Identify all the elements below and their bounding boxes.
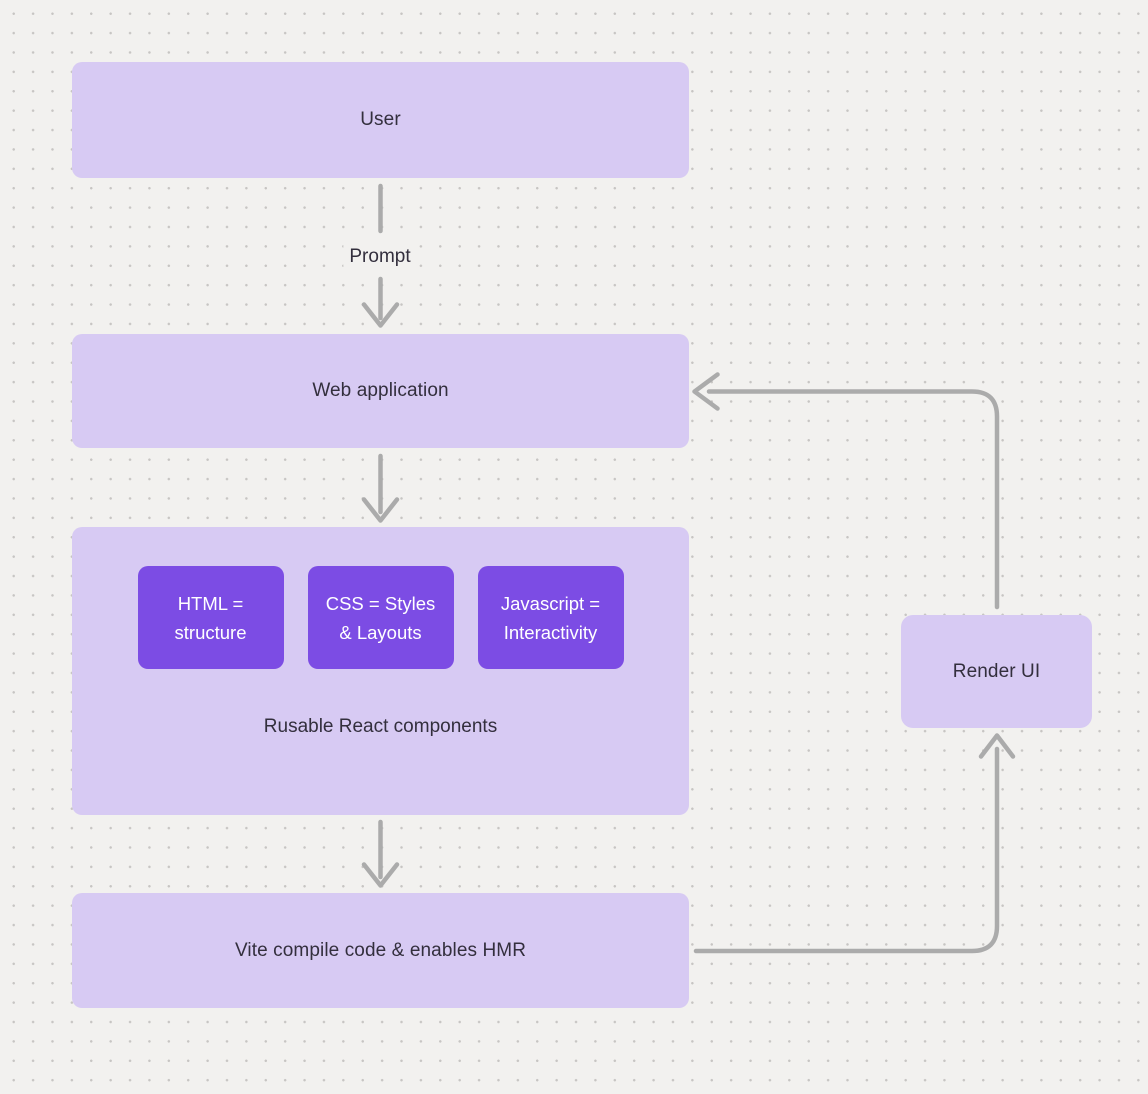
edge-components-to-vite-arrowhead-icon bbox=[361, 862, 400, 888]
node-web-application-label: Web application bbox=[312, 380, 449, 401]
node-vite-label: Vite compile code & enables HMR bbox=[234, 939, 527, 961]
edge-label-prompt: Prompt bbox=[343, 244, 417, 270]
node-render-ui-label: Render UI bbox=[952, 660, 1041, 682]
edge-user-to-webapp-arrowhead-icon bbox=[361, 302, 400, 328]
edge-label-prompt-text: Prompt bbox=[349, 246, 411, 267]
node-web-application: Web application bbox=[72, 334, 689, 448]
components-caption: Rusable React components bbox=[263, 716, 498, 737]
components-chip-row: HTML = structure CSS = Styles & Layouts … bbox=[72, 566, 689, 669]
chip-javascript-label: Javascript = Interactivity bbox=[500, 592, 601, 643]
node-components-group: HTML = structure CSS = Styles & Layouts … bbox=[72, 527, 689, 815]
edge-renderui-to-webapp-line bbox=[706, 389, 1000, 610]
chip-javascript: Javascript = Interactivity bbox=[477, 566, 624, 669]
node-render-ui: Render UI bbox=[901, 615, 1092, 728]
chip-css: CSS = Styles & Layouts bbox=[307, 566, 454, 669]
chip-css-label: CSS = Styles & Layouts bbox=[325, 592, 436, 643]
edge-vite-to-renderui-arrowhead-icon bbox=[978, 733, 1016, 759]
node-user-label: User bbox=[360, 109, 401, 130]
edge-renderui-to-webapp-arrowhead-icon bbox=[692, 372, 720, 411]
edge-webapp-to-components-arrowhead-icon bbox=[361, 497, 400, 523]
node-vite: Vite compile code & enables HMR bbox=[72, 893, 689, 1008]
node-user: User bbox=[72, 62, 689, 178]
chip-html: HTML = structure bbox=[137, 566, 284, 669]
chip-html-label: HTML = structure bbox=[174, 592, 247, 643]
edge-vite-to-renderui-line bbox=[693, 746, 1000, 954]
